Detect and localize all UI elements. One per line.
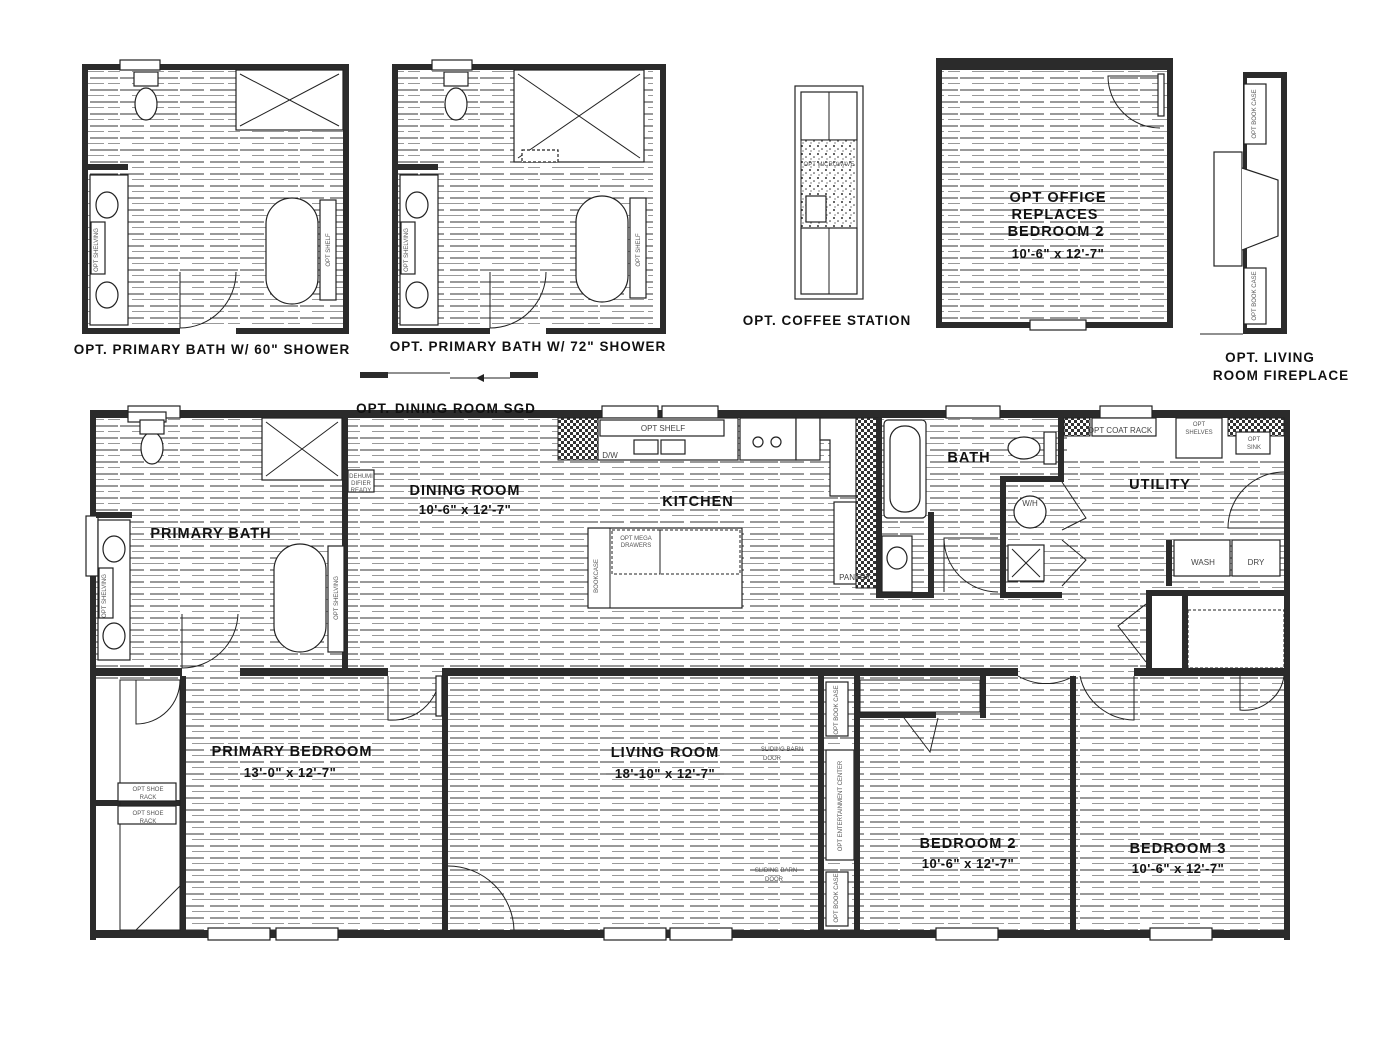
opt-entertainment: OPT ENTERTAINMENT CENTER — [838, 760, 844, 851]
opt-book-case-2: OPT BOOK CASE — [834, 873, 840, 922]
opt-shelving-main-2: OPT SHELVING — [334, 576, 340, 620]
office-dims: 10'-6" x 12'-7" — [1012, 246, 1105, 261]
opt-shelving-72: OPT SHELVING — [404, 228, 410, 272]
label-utility: UTILITY — [1129, 477, 1191, 493]
pantry-label: PANTRY — [839, 573, 871, 582]
primary-bedroom-dims: 13'-0" x 12'-7" — [244, 765, 337, 780]
sliding-barn-2a: SLIDING BARN — [755, 868, 797, 874]
sliding-barn-1b: DOOR — [763, 756, 782, 762]
label-bedroom-2: BEDROOM 2 — [920, 836, 1017, 852]
opt-sink-2: SINK — [1247, 445, 1261, 451]
opt-mega-1: OPT MEGA — [620, 536, 652, 542]
coffee-station-plan — [794, 85, 864, 300]
office-line-2: REPLACES — [1012, 207, 1099, 223]
title-coffee: OPT. COFFEE STATION — [743, 313, 912, 328]
opt-mega-2: DRAWERS — [621, 543, 651, 549]
opt-book-case-fp-2: OPT BOOK CASE — [1252, 271, 1258, 320]
label-primary-bath: PRIMARY BATH — [150, 526, 271, 542]
opt-shoe-rack-2b: RACK — [140, 819, 157, 825]
opt-book-case-fp-1: OPT BOOK CASE — [1252, 89, 1258, 138]
dehumidifier-3: READY — [351, 488, 372, 494]
opt-shelf-60: OPT SHELF — [326, 233, 332, 267]
sliding-barn-2b: DOOR — [765, 877, 784, 883]
plan-text: OPT. PRIMARY BATH W/ 60" SHOWER OPT. PRI… — [74, 89, 1349, 922]
wash-label: WASH — [1191, 558, 1215, 567]
opt-shelves-2: SHELVES — [1185, 430, 1212, 436]
dining-dims: 10'-6" x 12'-7" — [419, 502, 512, 517]
label-primary-bedroom: PRIMARY BEDROOM — [212, 744, 373, 760]
title-bath-60: OPT. PRIMARY BATH W/ 60" SHOWER — [74, 342, 350, 357]
label-bedroom-3: BEDROOM 3 — [1130, 841, 1227, 857]
title-fireplace-1: OPT. LIVING — [1225, 350, 1315, 365]
opt-book-case-1: OPT BOOK CASE — [834, 685, 840, 734]
dehumidifier-2: DIFIER — [351, 481, 371, 487]
label-kitchen: KITCHEN — [662, 494, 733, 510]
opt-microwave: OPT MICROWAVE — [804, 162, 855, 168]
opt-bath-60-plan — [82, 59, 349, 334]
dehumidifier-1: DEHUMI — [349, 474, 373, 480]
opt-shelf-kitchen: OPT SHELF — [641, 424, 685, 433]
label-living: LIVING ROOM — [611, 745, 719, 761]
opt-office-plan — [936, 58, 1173, 331]
opt-bath-72-plan — [392, 59, 666, 334]
sgd-symbol — [360, 372, 538, 382]
opt-coat-rack: OPT COAT RACK — [1088, 426, 1153, 435]
dw-label: D/W — [602, 451, 618, 460]
opt-shelves-1: OPT — [1193, 422, 1206, 428]
opt-shelving-60: OPT SHELVING — [94, 228, 100, 272]
label-dining: DINING ROOM — [410, 483, 521, 499]
bedroom-3-dims: 10'-6" x 12'-7" — [1132, 861, 1225, 876]
title-sgd: OPT. DINING ROOM SGD — [356, 401, 536, 416]
opt-shelf-72: OPT SHELF — [636, 233, 642, 267]
dry-label: DRY — [1248, 558, 1265, 567]
sliding-barn-1a: SLIDING BARN — [761, 747, 803, 753]
opt-shoe-rack-1b: RACK — [140, 795, 157, 801]
fireplace-plan — [1200, 72, 1287, 335]
office-line-3: BEDROOM 2 — [1008, 224, 1105, 240]
bedroom-2-dims: 10'-6" x 12'-7" — [922, 856, 1015, 871]
opt-sink-1: OPT — [1248, 437, 1261, 443]
title-fireplace-2: ROOM FIREPLACE — [1213, 368, 1349, 383]
opt-shoe-rack-2a: OPT SHOE — [133, 811, 164, 817]
opt-shelving-main: OPT SHELVING — [102, 574, 108, 618]
title-bath-72: OPT. PRIMARY BATH W/ 72" SHOWER — [390, 339, 666, 354]
office-line-1: OPT OFFICE — [1010, 190, 1107, 206]
bookcase-label: BOOKCASE — [594, 559, 600, 593]
wh-label: W/H — [1022, 499, 1038, 508]
label-bath: BATH — [947, 450, 990, 466]
main-plan — [85, 405, 1290, 941]
opt-shoe-rack-1a: OPT SHOE — [133, 787, 164, 793]
